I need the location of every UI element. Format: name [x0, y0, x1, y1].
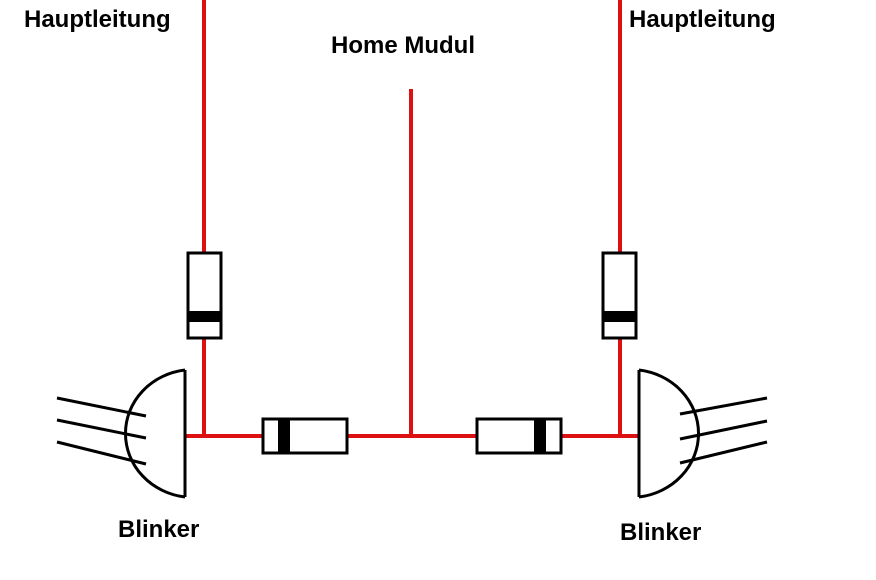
diode-horizontal-right: [475, 417, 563, 455]
blinker-right-ray-1: [679, 396, 768, 416]
blinker-right-ray-3: [679, 440, 768, 465]
blinker-right-ray-2: [679, 419, 768, 441]
wires: [185, 0, 639, 438]
diode-horizontal-left: [261, 417, 349, 455]
diode-main-right: [601, 251, 638, 340]
blinker-lamp-right: [637, 368, 768, 499]
blinker-left-ray-3: [56, 440, 147, 466]
label-main-line-left: Hauptleitung: [24, 6, 171, 33]
blinker-left-dome: [124, 368, 186, 499]
diode-main-left: [186, 251, 223, 340]
label-blinker-right: Blinker: [620, 519, 702, 546]
blinker-left-ray-2: [56, 418, 147, 440]
blinker-lamp-left: [56, 368, 187, 499]
label-blinker-left: Blinker: [118, 516, 200, 543]
label-main-line-right: Hauptleitung: [629, 6, 776, 33]
blinker-left-ray-1: [56, 396, 147, 418]
label-home-module: Home Mudul: [331, 32, 475, 59]
blinker-right-dome: [638, 368, 700, 499]
